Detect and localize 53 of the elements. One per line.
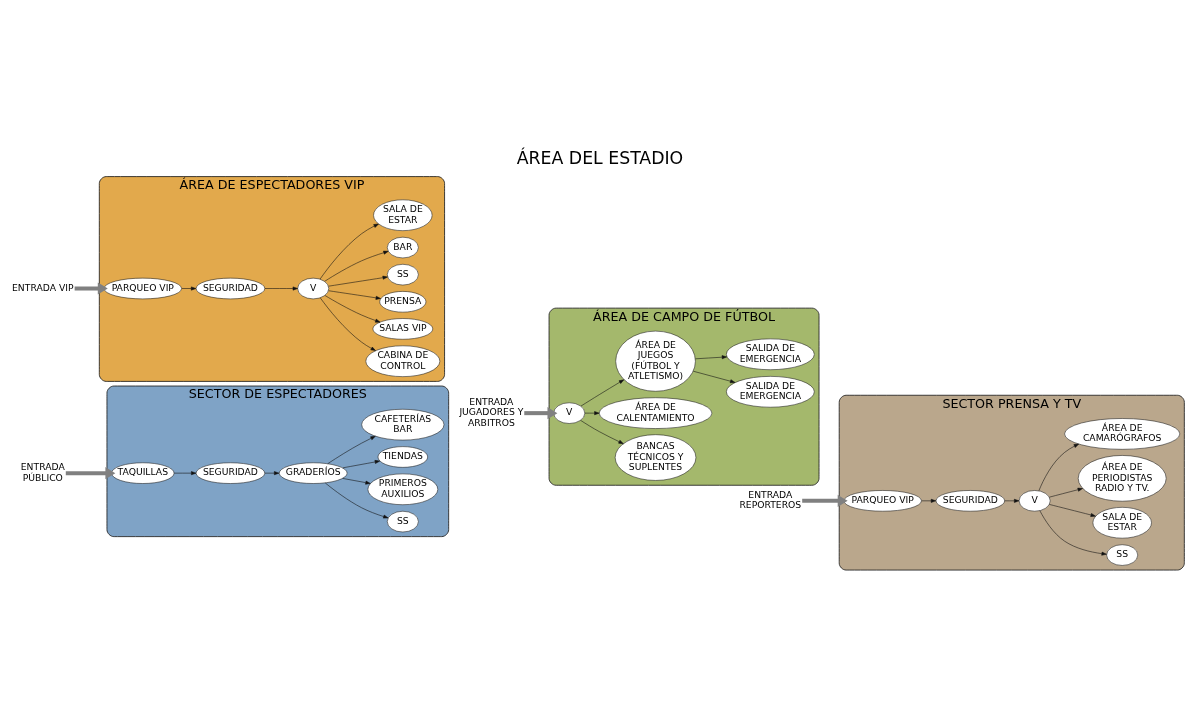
diagram-title: ÁREA DEL ESTADIO: [516, 147, 684, 168]
node-ellipse: GRADERÍOS: [278, 461, 348, 484]
node-ellipse: BAR: [386, 236, 419, 258]
node-ellipse: SS: [386, 263, 419, 285]
arrow: [319, 223, 379, 279]
arrow: [1038, 443, 1079, 491]
arrow: [181, 286, 197, 290]
arrow: [580, 379, 625, 406]
node-text: ENTRADA REPORTEROS: [739, 488, 802, 510]
node-ellipse: PARQUEO VIP: [103, 277, 182, 299]
node-ellipse: SEGURIDAD: [935, 489, 1005, 511]
arrow: [65, 466, 116, 479]
node-ellipse: SEGURIDAD: [195, 277, 266, 299]
node-text: ENTRADA PÚBLICO: [20, 460, 65, 483]
arrow: [580, 419, 624, 444]
arrow: [1039, 509, 1107, 556]
node-ellipse: PRENSA: [379, 290, 427, 312]
arrow: [324, 294, 381, 322]
arrow: [524, 406, 558, 419]
arrow: [264, 286, 298, 290]
node-ellipse: V: [1018, 489, 1051, 511]
node-ellipse: PARQUEO VIP: [843, 489, 922, 511]
arrow: [1049, 487, 1083, 497]
node-ellipse: BANCAS TÉCNICOS Y SUPLENTES: [614, 433, 697, 481]
arrow: [1004, 498, 1020, 503]
node-ellipse: SALIDA DE EMERGENCIA: [726, 338, 815, 370]
arrow: [584, 410, 600, 415]
arrow: [320, 297, 376, 351]
node-ellipse: TAQUILLAS: [111, 461, 175, 484]
arrow: [695, 354, 727, 359]
node-ellipse: V: [297, 277, 330, 299]
node-text: ENTRADA VIP: [12, 281, 74, 293]
arrow: [1049, 503, 1096, 517]
arrow: [324, 250, 389, 282]
arrow: [325, 482, 389, 518]
node-ellipse: V: [553, 401, 586, 424]
arrow: [342, 459, 380, 468]
arrow: [328, 289, 381, 300]
arrow: [173, 470, 197, 475]
node-ellipse: SEGURIDAD: [195, 461, 266, 484]
arrow: [264, 470, 280, 475]
node-text: ENTRADA JUGADORES Y ARBITROS: [459, 395, 524, 428]
node-ellipse: SS: [386, 510, 419, 532]
arrow: [802, 494, 848, 507]
arrow: [342, 477, 371, 485]
arrow: [328, 275, 388, 286]
arrow: [921, 498, 937, 503]
arrow: [693, 370, 736, 383]
arrow: [74, 281, 108, 295]
node-ellipse: ÁREA DE CALENTAMIENTO: [598, 396, 713, 429]
arrow: [327, 435, 376, 464]
node-ellipse: SS: [1106, 543, 1139, 566]
node-ellipse: TIENDAS: [377, 445, 428, 468]
